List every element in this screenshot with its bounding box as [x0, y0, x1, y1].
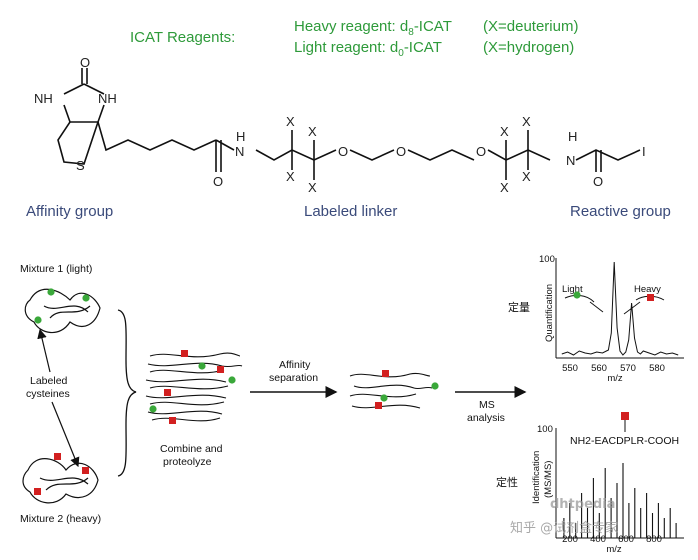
quant-light-pointer: [589, 301, 604, 313]
light-tag-2: [82, 294, 90, 302]
combined-tags: [149, 350, 236, 424]
combined-peptides: [145, 352, 243, 422]
watermark-main: dhtpedia: [550, 497, 615, 512]
reactive-group-label: Reactive group: [570, 203, 671, 220]
ident-heavy-tag: [621, 412, 629, 420]
light-reagent-note: (X=hydrogen): [483, 39, 574, 56]
quant-x-tick: 580: [649, 363, 665, 374]
atom-s: S: [76, 158, 85, 173]
atom-x-1: X: [286, 114, 295, 129]
watermark-zh: 知乎 @试剂盒专家: [510, 520, 618, 536]
quant-light-tag: [573, 291, 581, 299]
heavy-reagent-label: Heavy reagent: d8-ICAT: [294, 18, 452, 38]
ident-x-tick: 400: [590, 534, 606, 545]
quant-heavy-tag: [647, 294, 654, 301]
purified-peptides: [349, 372, 433, 409]
combine-line2: proteolyze: [163, 456, 212, 468]
quant-x-tick: 550: [562, 363, 578, 374]
atom-x-8: X: [522, 169, 531, 184]
ident-ylabel-line1: Identification: [531, 451, 542, 504]
atom-x-7: X: [522, 114, 531, 129]
ms-line2: analysis: [467, 412, 505, 424]
quant-x-tick: 560: [591, 363, 607, 374]
ident-peptide: NH2-EACDPLR-COOH: [570, 435, 679, 447]
heavy-tag-3: [34, 488, 41, 495]
affinity-group-label: Affinity group: [26, 203, 113, 220]
atom-h-amide2: H: [568, 129, 577, 144]
ms-line1: MS: [479, 399, 495, 411]
quant-side-label: 定量: [508, 300, 530, 314]
quant-chart: Quantification 100 550 560 570 580 m/z L…: [539, 254, 684, 384]
reagents-title: ICAT Reagents:: [130, 29, 235, 46]
quant-x-tick: 570: [620, 363, 636, 374]
heavy-tag-1: [54, 453, 61, 460]
combine-brace: [117, 309, 137, 477]
quant-ylabel: Quantification: [544, 284, 555, 342]
affinity-line2: separation: [269, 372, 318, 384]
atom-o-ether2: O: [396, 144, 406, 159]
atom-o-amide1: O: [213, 174, 223, 189]
mixture1-protein: [24, 288, 101, 334]
ident-x-tick: 600: [618, 534, 634, 545]
quant-light-label: Light: [562, 284, 583, 295]
heavy-reagent-note: (X=deuterium): [483, 18, 578, 35]
quant-heavy-label: Heavy: [634, 284, 661, 295]
quant-series-line: [561, 261, 679, 356]
arrow-to-light: [37, 328, 51, 373]
atom-o-top: O: [80, 55, 90, 70]
ident-y-top-tick: 100: [537, 424, 553, 435]
atom-x-5: X: [500, 124, 509, 139]
ident-x-tick: 200: [562, 534, 578, 545]
atom-o-ether3: O: [476, 144, 486, 159]
ident-chart: Identification (MS/MS) 100 NH2-EACDPLR-C…: [531, 412, 684, 555]
labeled-cysteines-line1: Labeled: [30, 375, 68, 387]
light-tag-3: [34, 316, 42, 324]
structure-atoms: O NH NH S O H N O O O X X X X X X X X H …: [34, 55, 646, 195]
atom-n-amide1: N: [235, 144, 244, 159]
atom-n-amide2: N: [566, 153, 575, 168]
quant-xlabel: m/z: [607, 373, 623, 384]
ident-ylabel-line2: (MS/MS): [543, 461, 554, 498]
combine-line1: Combine and: [160, 443, 223, 455]
mixture1-label: Mixture 1 (light): [20, 263, 92, 275]
quant-y-top-tick: 100: [539, 254, 555, 265]
purified-tags: [375, 370, 439, 409]
arrow-to-heavy: [51, 401, 80, 468]
labeled-linker-label: Labeled linker: [304, 203, 397, 220]
labeled-cysteines-line2: cysteines: [26, 388, 70, 400]
mixture2-label: Mixture 2 (heavy): [20, 513, 101, 525]
atom-x-2: X: [286, 169, 295, 184]
mixture2-protein: [22, 453, 99, 504]
atom-x-3: X: [308, 124, 317, 139]
heavy-tag-2: [82, 467, 89, 474]
atom-o-amide2: O: [593, 174, 603, 189]
atom-h-amide1: H: [236, 129, 245, 144]
atom-nh-right: NH: [98, 91, 117, 106]
ident-xlabel: m/z: [606, 544, 622, 555]
ident-side-label: 定性: [496, 475, 518, 489]
light-reagent-label: Light reagent: d0-ICAT: [294, 39, 442, 59]
atom-o-ether1: O: [338, 144, 348, 159]
atom-x-4: X: [308, 180, 317, 195]
ident-x-tick: 800: [646, 534, 662, 545]
atom-nh-left: NH: [34, 91, 53, 106]
light-tag-1: [47, 288, 55, 296]
quant-heavy-pointer: [623, 301, 641, 315]
atom-iodine: I: [642, 144, 646, 159]
atom-x-6: X: [500, 180, 509, 195]
affinity-line1: Affinity: [279, 359, 311, 371]
ident-bars: [563, 463, 677, 538]
icat-structure: [57, 68, 641, 180]
quant-x-ticks: 550 560 570 580: [562, 363, 665, 374]
